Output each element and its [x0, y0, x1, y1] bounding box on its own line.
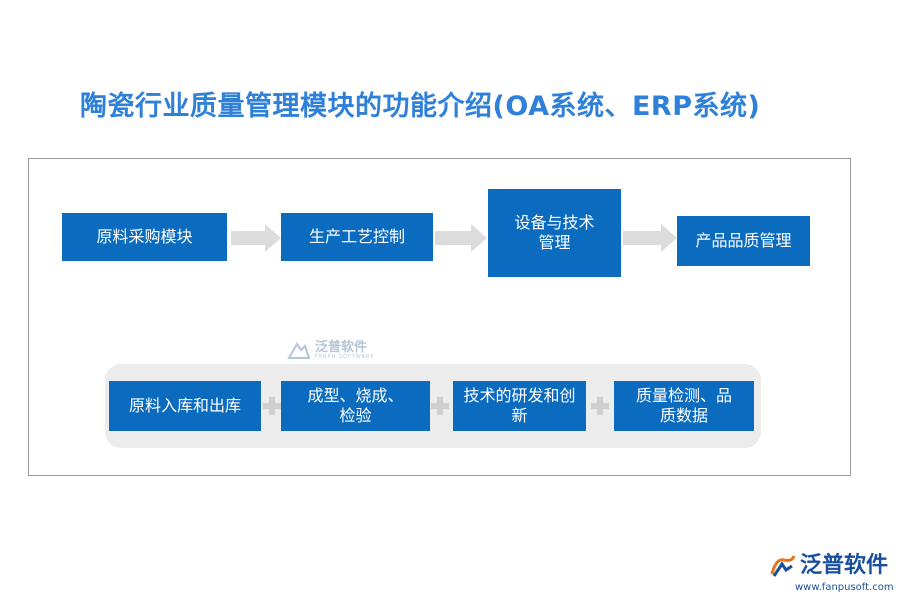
- plus-icon: [431, 397, 449, 415]
- arrow-right-icon: [435, 224, 487, 252]
- arrow-right-icon: [623, 224, 677, 252]
- flow-box-equipment-tech: 设备与技术管理: [488, 189, 621, 277]
- flow-box-product-quality: 产品品质管理: [677, 216, 810, 266]
- detail-box-forming: 成型、烧成、检验: [281, 381, 430, 431]
- watermark-name: 泛普软件: [315, 339, 368, 355]
- fanpu-logo-icon: [770, 555, 796, 577]
- watermark-sub: FANPU SOFTWARE: [315, 353, 375, 360]
- plus-icon: [263, 397, 281, 415]
- arrow-right-icon: [231, 224, 281, 252]
- detail-box-rd: 技术的研发和创新: [453, 381, 586, 431]
- page-title: 陶瓷行业质量管理模块的功能介绍(OA系统、ERP系统): [80, 91, 761, 122]
- brand-logo: 泛普软件: [770, 554, 888, 578]
- plus-icon: [591, 397, 609, 415]
- brand-url: www.fanpusoft.com: [795, 582, 894, 593]
- brand-name: 泛普软件: [800, 553, 889, 578]
- flow-box-process-control: 生产工艺控制: [281, 213, 433, 261]
- fanpu-logo-icon: [287, 342, 311, 359]
- detail-box-warehouse: 原料入库和出库: [109, 381, 261, 431]
- detail-box-inspection: 质量检测、品质数据: [614, 381, 754, 431]
- diagram-frame: [28, 158, 851, 476]
- watermark: 泛普软件 FANPU SOFTWARE: [287, 340, 375, 360]
- flow-box-procurement: 原料采购模块: [62, 213, 227, 261]
